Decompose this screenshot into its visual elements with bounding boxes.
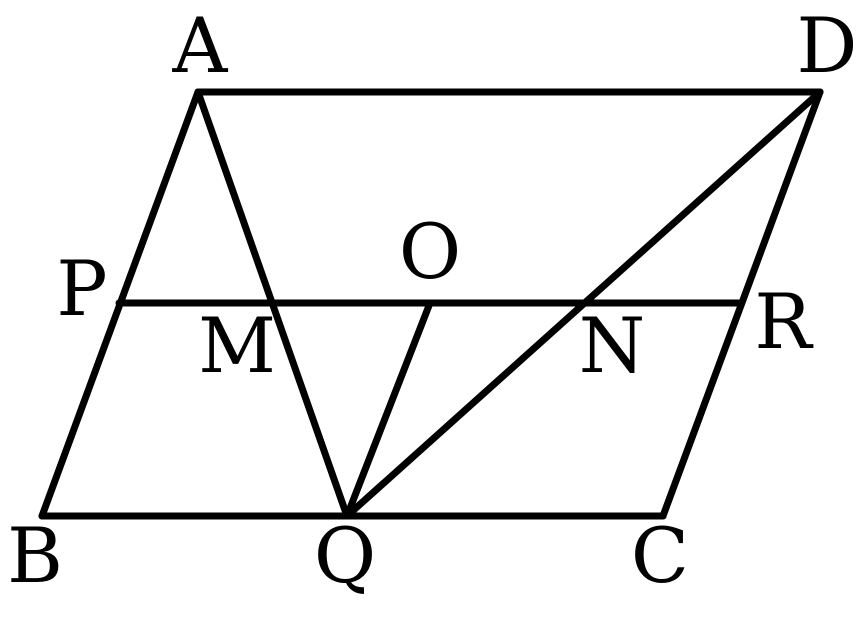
label-O: O	[399, 207, 461, 296]
label-N: N	[579, 301, 646, 390]
label-C: C	[631, 511, 689, 600]
label-A: A	[172, 1, 229, 90]
label-R: R	[754, 277, 814, 366]
segments	[38, 88, 824, 520]
label-P: P	[56, 244, 107, 333]
label-M: M	[198, 301, 276, 390]
label-B: B	[7, 511, 63, 600]
labels: A B C D P Q R M N O	[7, 1, 857, 600]
segment-AQ	[194, 88, 351, 520]
segment-OQ	[343, 299, 434, 520]
label-D: D	[797, 1, 858, 90]
label-Q: Q	[314, 511, 376, 600]
segment-DQ	[343, 88, 824, 520]
